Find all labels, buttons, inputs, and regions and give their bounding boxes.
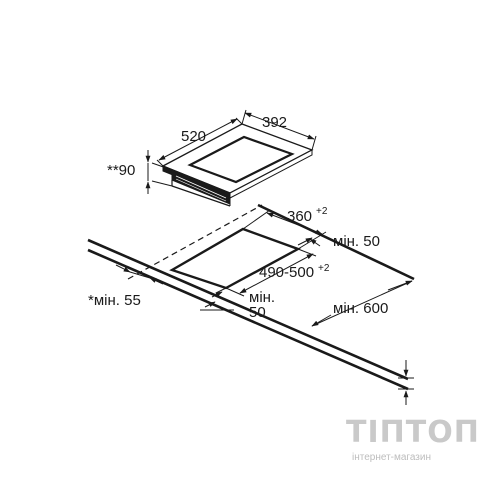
dim-hob-depth: [156, 117, 243, 167]
countertop-front-edge: [87, 238, 409, 381]
cutout-width-tolerance: +2: [316, 206, 328, 217]
dim-min-side: [311, 280, 413, 327]
min-rear-label: мін. 50: [333, 233, 380, 250]
cutout-depth-label: 490-500: [259, 264, 314, 281]
watermark-tagline: інтернет-магазин: [352, 452, 431, 463]
dim-min-rear: [297, 237, 321, 247]
countertop-hidden-edge: [127, 204, 263, 280]
hob-height-label: **90: [107, 162, 135, 179]
hob-depth-label: 520: [181, 128, 206, 145]
cutout-depth-tolerance: +2: [318, 263, 330, 274]
dim-countertop-thickness: [398, 360, 414, 405]
watermark-brand: ТІПТОП: [346, 415, 480, 450]
hob-side-edge: [229, 149, 313, 199]
min-front-label: мін.: [249, 289, 275, 306]
countertop-front-edge-lower: [87, 248, 409, 391]
watermark-logo: ТІПТОП інтернет-магазин: [346, 415, 480, 463]
min-left-label: *мін. 55: [88, 292, 141, 309]
dim-min-front: [200, 287, 234, 311]
dim-min-left: [115, 264, 164, 285]
min-side-label: мін. 600: [333, 300, 388, 317]
min-front-value: 50: [249, 304, 266, 321]
dim-hob-width: [241, 109, 317, 151]
dim-cutout-depth: [225, 248, 317, 297]
hob-width-label: 392: [262, 114, 287, 131]
dim-hob-height: [145, 150, 173, 194]
cutout-width-label: 360: [287, 208, 312, 225]
